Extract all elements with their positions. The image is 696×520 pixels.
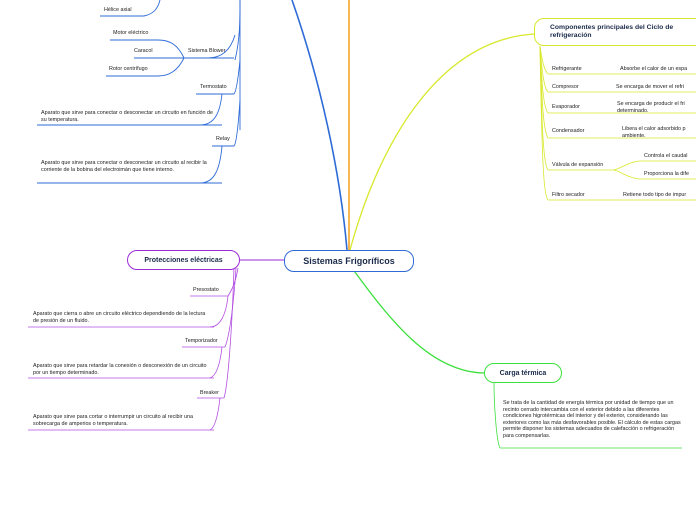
protecciones-electricas-node[interactable]: Protecciones eléctricas xyxy=(127,250,240,270)
node-termostato: Termostato xyxy=(200,84,227,90)
breaker-description: Aparato que sirve para cortar o interrum… xyxy=(33,414,193,427)
node-refrigerante: Refrigerante xyxy=(552,66,582,72)
node-motor-electrico: Motor eléctrico xyxy=(113,30,149,36)
temporizador-description: Aparato que sirve para retardar la conex… xyxy=(33,363,207,376)
node-sistema-blower: Sistema Blower xyxy=(188,48,226,54)
node-valvula-expansion: Válvula de expansión xyxy=(552,162,604,168)
node-compresor: Compresor xyxy=(552,84,579,90)
node-presostato: Presostato xyxy=(193,287,219,293)
node-relay: Relay xyxy=(216,136,230,142)
node-evaporador: Evaporador xyxy=(552,104,580,110)
central-topic[interactable]: Sistemas Frigoríficos xyxy=(284,250,414,272)
componentes-title: Componentes principales del Ciclo de ref… xyxy=(550,24,674,39)
filtro-description: Retiene todo tipo de impur xyxy=(623,192,687,198)
relay-description: Aparato que sirve para conectar o descon… xyxy=(41,160,207,173)
node-caracol: Caracol xyxy=(134,48,153,54)
node-rotor-centrifugo: Rotor centrífugo xyxy=(109,66,148,72)
carga-termica-node[interactable]: Carga térmica xyxy=(484,363,562,383)
node-helice-axial: Hélice axial xyxy=(104,7,132,13)
node-condensador: Condensador xyxy=(552,128,585,134)
carga-termica-description: Se trata de la cantidad de energía térmi… xyxy=(503,400,681,439)
valvula-description-1: Controla el caudal xyxy=(644,153,688,159)
node-filtro-secador: Filtro secador xyxy=(552,192,585,198)
evaporador-description: Se encarga de producir el fri determinad… xyxy=(617,101,685,114)
compresor-description: Se encarga de mover el refri xyxy=(616,84,685,90)
valvula-description-2: Proporciona la dife xyxy=(644,171,689,177)
presostato-description: Aparato que cierra o abre un circuito el… xyxy=(33,311,206,324)
termostato-description: Aparato que sirve para conectar o descon… xyxy=(41,110,214,123)
node-breaker: Breaker xyxy=(200,390,219,396)
node-temporizador: Temporizador xyxy=(185,338,218,344)
condensador-description: Libera el calor adsorbido p ambiente. xyxy=(622,126,686,139)
refrigerante-description: Absorbe el calor de un espa xyxy=(620,66,688,72)
componentes-ciclo-node[interactable]: Componentes principales del Ciclo de ref… xyxy=(534,18,696,46)
